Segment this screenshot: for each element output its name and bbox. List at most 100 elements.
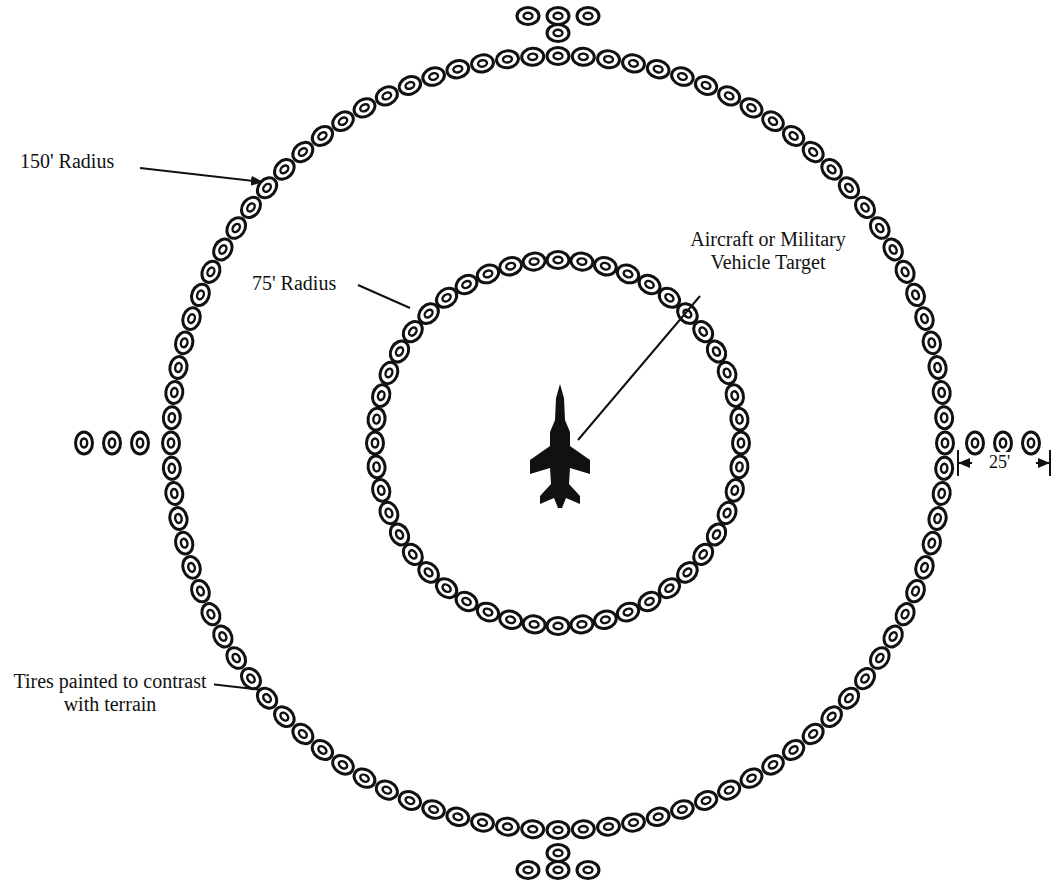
tire [396,73,423,97]
leader-line [140,168,262,182]
tire [377,360,401,387]
tire [164,481,184,505]
tire [168,355,189,380]
tire-rings [76,8,1040,879]
tire [495,817,519,837]
tire [445,806,471,828]
tire [367,432,384,454]
tire [615,262,642,286]
tire [470,812,495,833]
dimension-tick [957,450,959,476]
tire [396,788,423,812]
tire [693,788,720,812]
tire [517,862,539,879]
tire [724,383,746,409]
tire [163,457,181,480]
tire [738,95,766,121]
leader-line [578,296,700,440]
tire [715,360,739,387]
tire [645,806,671,828]
tire [716,778,743,803]
tire [522,615,546,635]
tire [621,812,646,833]
tire [645,58,671,80]
tire [593,255,619,277]
tire [893,601,918,628]
tire [173,330,195,356]
tire [420,65,446,88]
tire [351,95,379,121]
tire [522,252,546,272]
radius-label: 75' Radius [250,272,338,295]
tire [570,615,594,635]
tire [921,530,943,556]
tire [570,252,594,272]
tire [164,380,184,404]
note-label: Tires painted to contrast with terrain [6,670,214,716]
tire [880,236,906,264]
tire [495,49,519,69]
tire [547,845,569,862]
tire [377,500,401,527]
tire [932,481,952,505]
target-label: Aircraft or Military Vehicle Target [686,228,850,274]
tire [373,778,400,803]
tire [547,252,569,269]
tire [173,530,195,556]
tire [420,798,446,821]
tire [724,478,746,504]
radius-label: 150' Radius [18,150,116,173]
tire [367,455,387,479]
tire [621,53,646,74]
tire [547,25,569,42]
tire [470,53,495,74]
tire [967,432,984,454]
tire [577,862,599,879]
tire [367,407,387,431]
leader-line [210,684,262,690]
tire [180,305,203,331]
tire [880,623,906,651]
tire [547,822,569,839]
tire [498,255,524,277]
tire [547,618,569,635]
tire [547,862,569,879]
tire [163,406,181,429]
tire [198,258,223,285]
tire [669,65,695,88]
tire [715,500,739,527]
tire [370,383,392,409]
tire [903,281,927,308]
tire [932,380,952,404]
tire [180,554,203,580]
tire [730,455,750,479]
tire [913,554,936,580]
tire [596,817,620,837]
tire [693,73,720,97]
tire [937,432,954,454]
tire [351,765,379,791]
tire [445,58,471,80]
tire [475,262,502,286]
tire [188,281,212,308]
tire [738,765,766,791]
tire [521,48,544,66]
aircraft-silhouette [530,384,590,508]
tire [730,407,750,431]
tire [168,506,189,531]
tire [596,49,620,69]
tire [547,8,569,25]
tire [370,478,392,504]
tire [163,432,180,454]
tire [547,48,569,65]
dimension-tick [1049,450,1051,476]
tire [517,8,539,25]
tire [867,214,893,242]
tire [935,457,953,480]
tire [76,432,93,454]
tire [903,578,927,605]
dimension-line [1036,462,1049,464]
tire [669,798,695,821]
tire [913,305,936,331]
